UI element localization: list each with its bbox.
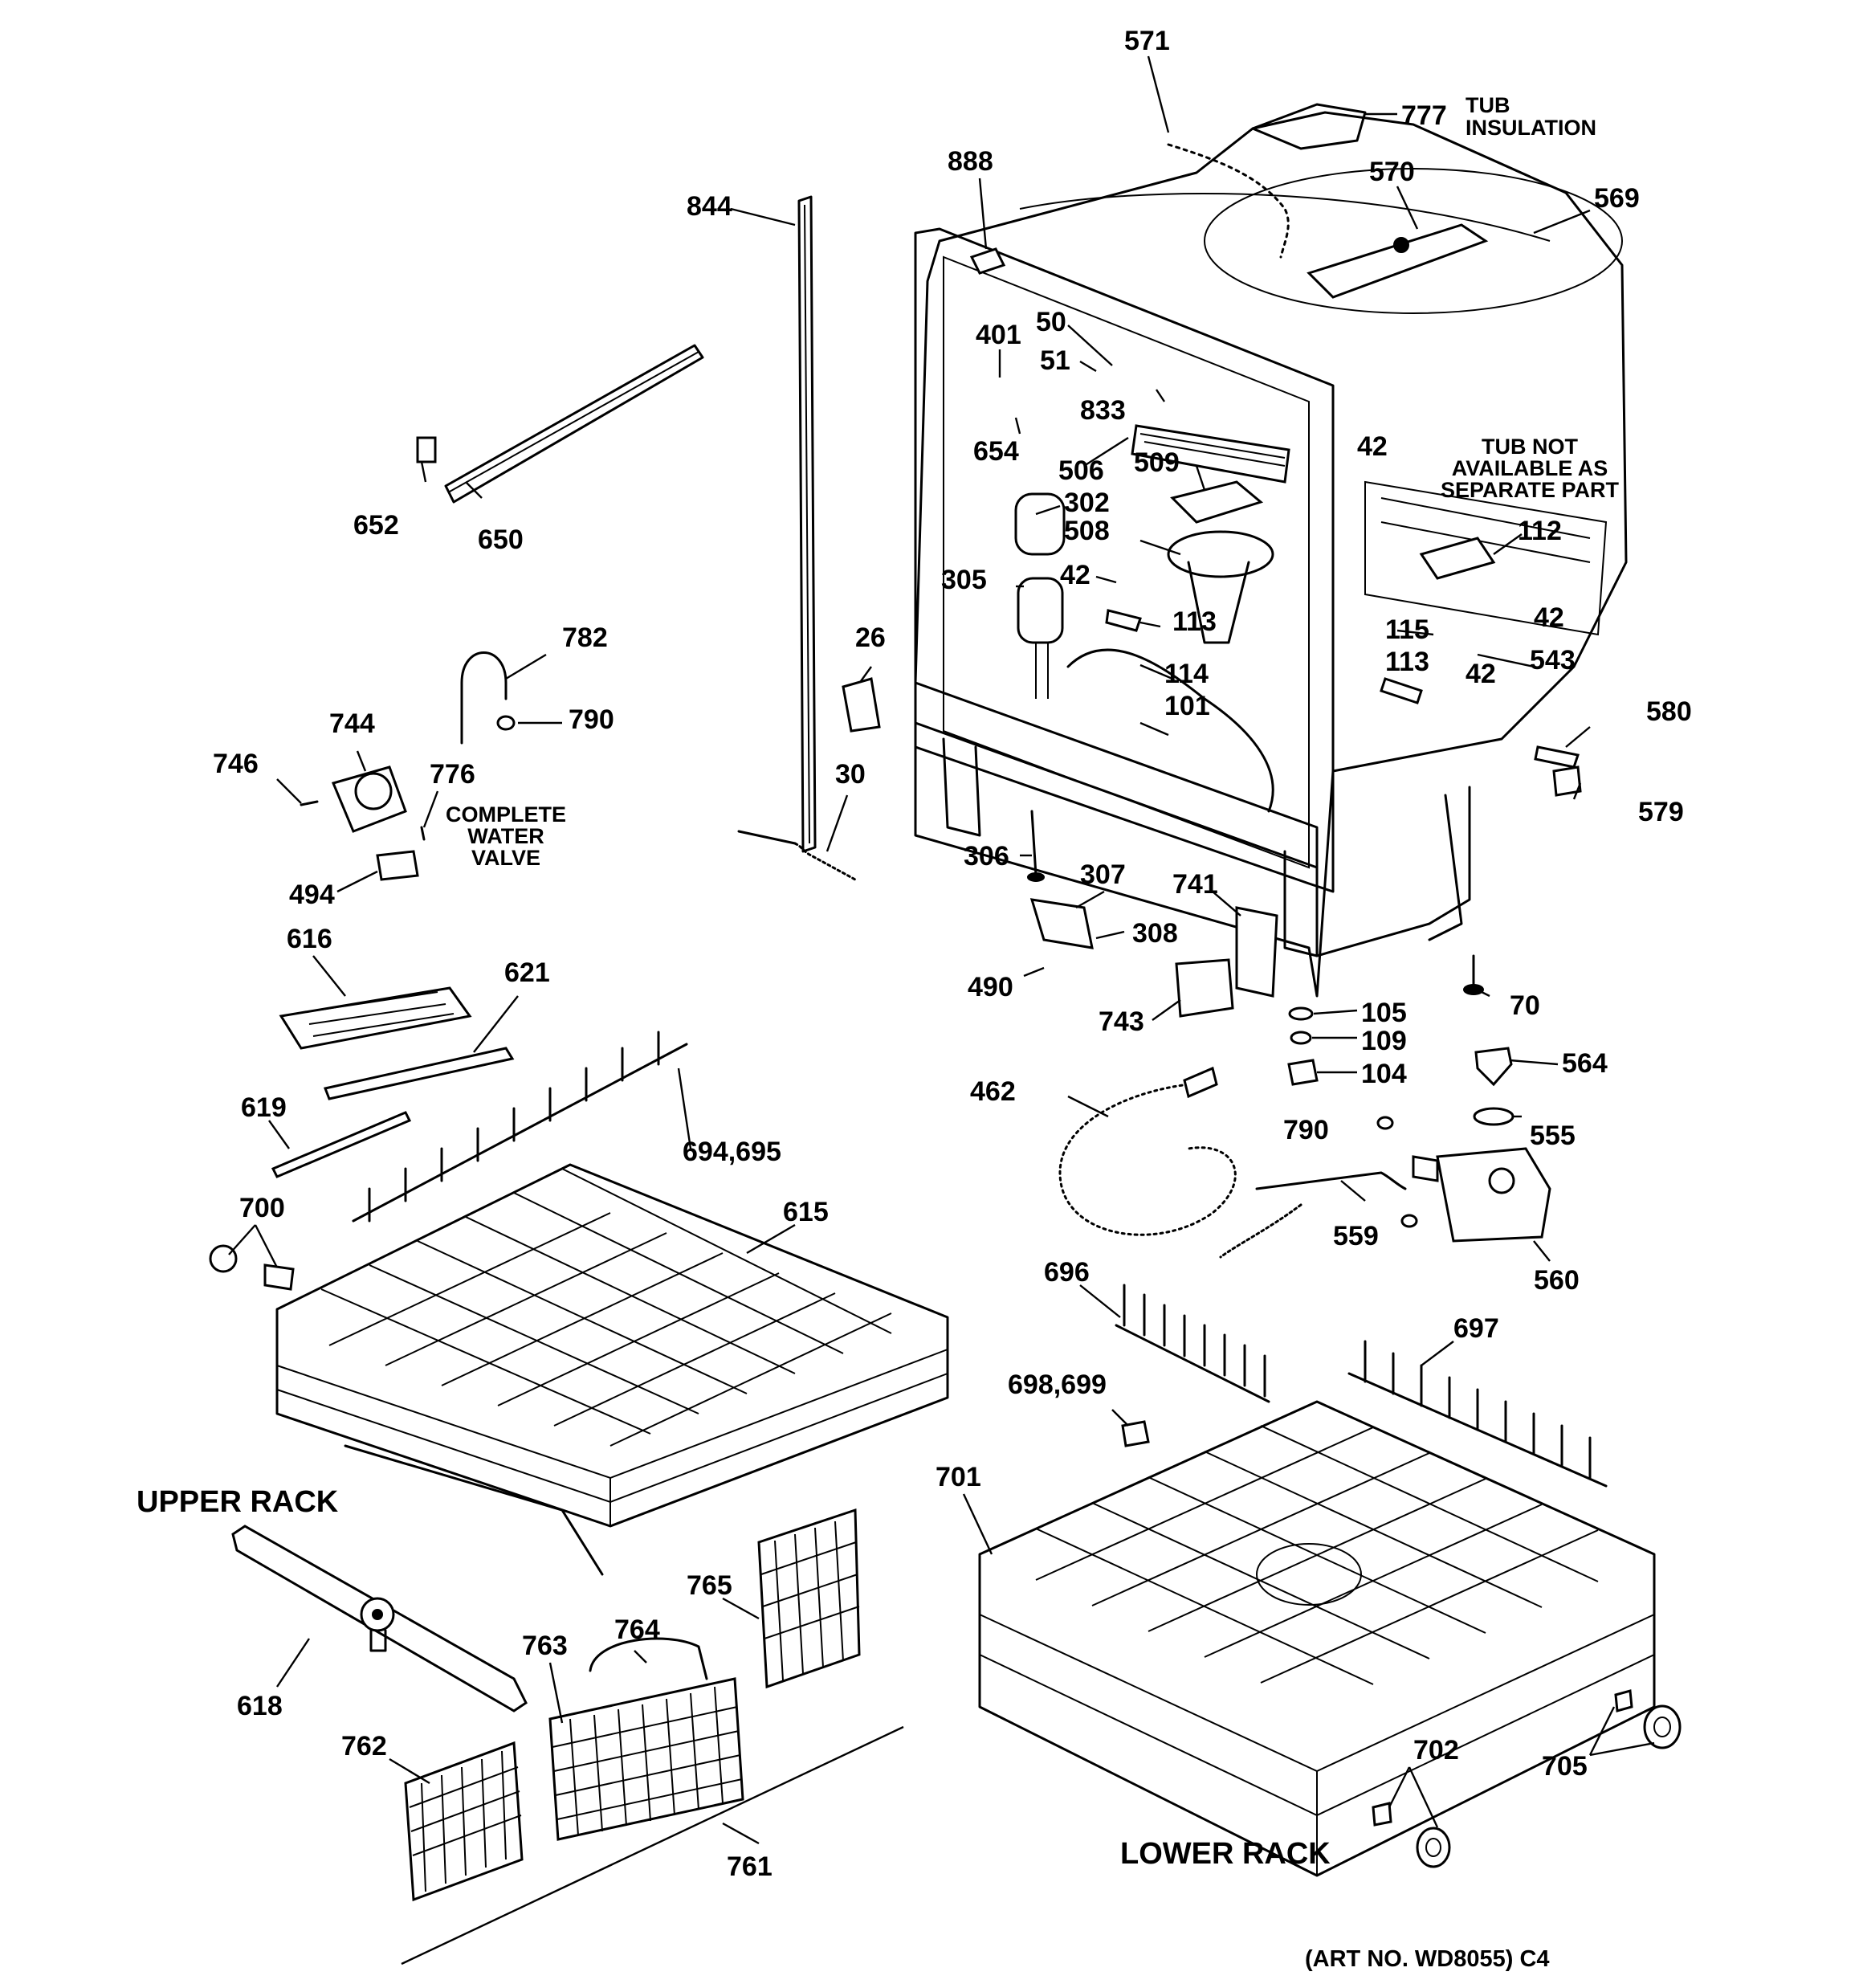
callout-506: 506 — [1058, 455, 1104, 486]
upper-rack-parts — [209, 986, 949, 1712]
note-water-valve-1: COMPLETE — [446, 802, 566, 827]
callout-308: 308 — [1132, 918, 1178, 949]
callout-650: 650 — [478, 525, 524, 555]
callout-833: 833 — [1080, 395, 1126, 426]
callout-616: 616 — [287, 924, 332, 954]
callout-580: 580 — [1646, 696, 1692, 727]
callout-555: 555 — [1530, 1121, 1576, 1151]
lower-rack-parts — [978, 745, 1682, 1877]
lower-rack-title: LOWER RACK — [1120, 1837, 1331, 1871]
tub-assembly — [914, 103, 1628, 1086]
callout-305: 305 — [941, 565, 987, 595]
callout-559: 559 — [1333, 1221, 1379, 1251]
note-tub-insulation-2: INSULATION — [1466, 116, 1596, 140]
callout-701: 701 — [936, 1462, 981, 1492]
callout-743: 743 — [1099, 1006, 1144, 1037]
callout-790-a: 790 — [569, 704, 614, 735]
section-titles: UPPER RACK LOWER RACK — [137, 1485, 1331, 1871]
callout-652: 652 — [353, 510, 399, 541]
note-water-valve-3: VALVE — [471, 846, 540, 870]
callout-30: 30 — [835, 759, 866, 790]
callout-746: 746 — [213, 749, 259, 779]
callout-543: 543 — [1530, 645, 1576, 676]
callout-labels: 571 777 888 570 569 844 50 401 51 833 65… — [213, 26, 1692, 1882]
note-tub-insulation-1: TUB — [1466, 93, 1510, 117]
callout-51: 51 — [1040, 345, 1070, 376]
silverware-baskets — [401, 1508, 904, 1966]
callout-42-a: 42 — [1060, 560, 1090, 590]
callout-844: 844 — [687, 191, 732, 222]
callout-307: 307 — [1080, 859, 1126, 890]
callout-698-699: 698,699 — [1008, 1370, 1107, 1400]
callout-741: 741 — [1172, 869, 1218, 900]
callout-570: 570 — [1369, 157, 1415, 187]
spray-arm — [231, 1525, 528, 1712]
note-tub-not-1: TUB NOT — [1482, 435, 1578, 459]
callout-782: 782 — [562, 623, 608, 653]
callout-762: 762 — [341, 1731, 387, 1761]
callout-571: 571 — [1124, 26, 1170, 56]
callout-888: 888 — [948, 146, 993, 177]
callout-776: 776 — [430, 759, 475, 790]
callout-101: 101 — [1164, 691, 1210, 721]
callout-105: 105 — [1361, 998, 1407, 1028]
callout-761: 761 — [727, 1851, 773, 1882]
callout-115: 115 — [1385, 614, 1429, 645]
callout-306: 306 — [964, 841, 1009, 872]
note-tub-not-2: AVAILABLE AS — [1452, 456, 1608, 480]
callout-615: 615 — [783, 1197, 829, 1227]
callout-509: 509 — [1134, 447, 1180, 478]
callout-42-b: 42 — [1357, 431, 1388, 462]
callout-697: 697 — [1453, 1313, 1499, 1344]
door-parts — [300, 195, 881, 881]
callout-764: 764 — [614, 1614, 660, 1645]
callout-696: 696 — [1044, 1257, 1090, 1288]
callout-569: 569 — [1594, 183, 1640, 214]
callout-42-d: 42 — [1466, 659, 1496, 689]
callout-302: 302 — [1064, 488, 1110, 518]
callout-765: 765 — [687, 1570, 732, 1601]
upper-rack-basket — [275, 1163, 949, 1576]
lower-rack-basket — [978, 1400, 1656, 1877]
callout-702: 702 — [1413, 1735, 1459, 1766]
callout-763: 763 — [522, 1631, 568, 1661]
callout-619: 619 — [241, 1092, 287, 1123]
callout-462: 462 — [970, 1076, 1016, 1107]
callout-790-b: 790 — [1283, 1115, 1329, 1145]
callout-560: 560 — [1534, 1265, 1580, 1296]
callout-777: 777 — [1401, 100, 1447, 131]
callout-494: 494 — [289, 880, 335, 910]
callout-654: 654 — [973, 436, 1019, 467]
note-tub-not-3: SEPARATE PART — [1441, 478, 1620, 502]
callout-744: 744 — [329, 708, 375, 739]
callout-705: 705 — [1542, 1751, 1588, 1782]
callout-579: 579 — [1638, 797, 1684, 827]
callout-42-c: 42 — [1534, 602, 1564, 633]
callout-50: 50 — [1036, 307, 1066, 337]
callout-113-a: 113 — [1172, 606, 1217, 637]
upper-rack-title: UPPER RACK — [137, 1485, 339, 1519]
callout-508: 508 — [1064, 516, 1110, 546]
callout-114: 114 — [1164, 659, 1209, 689]
callout-564: 564 — [1562, 1048, 1608, 1079]
leader-lines — [228, 55, 1655, 1845]
note-water-valve-2: WATER — [467, 824, 544, 848]
notes: TUB INSULATION TUB NOT AVAILABLE AS SEPA… — [446, 93, 1620, 870]
callout-490: 490 — [968, 972, 1013, 1002]
callout-694-695: 694,695 — [683, 1137, 781, 1167]
callout-621: 621 — [504, 957, 550, 988]
callout-401: 401 — [976, 320, 1021, 350]
callout-104: 104 — [1361, 1059, 1407, 1089]
callout-70: 70 — [1510, 990, 1540, 1021]
art-number: (ART NO. WD8055) C4 — [1305, 1946, 1550, 1972]
callout-700: 700 — [239, 1193, 285, 1223]
callout-26: 26 — [855, 623, 886, 653]
callout-112: 112 — [1518, 516, 1562, 546]
callout-113-b: 113 — [1385, 647, 1429, 677]
callout-109: 109 — [1361, 1026, 1407, 1056]
callout-618: 618 — [237, 1691, 283, 1721]
